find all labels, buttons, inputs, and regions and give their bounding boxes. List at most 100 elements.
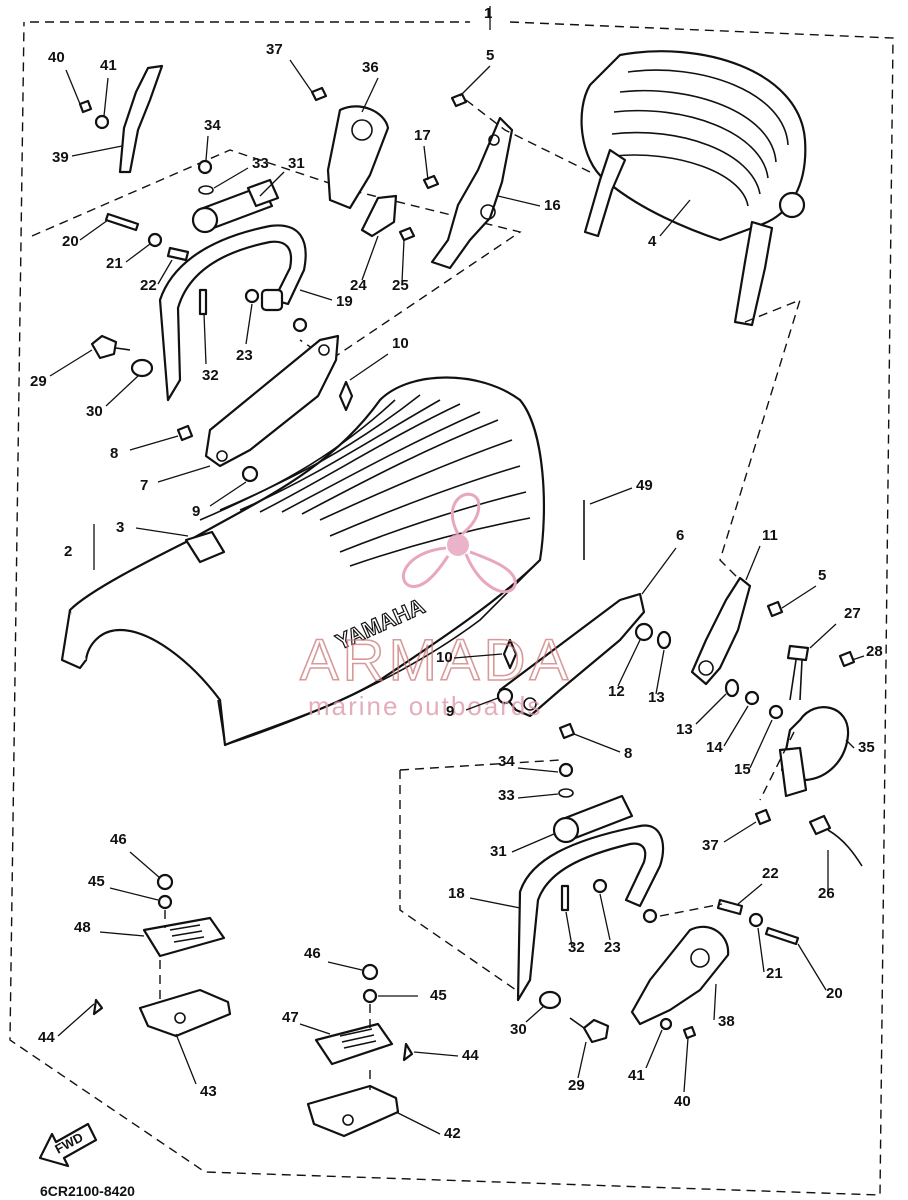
nut-46	[156, 873, 174, 891]
group-label: 1	[484, 5, 492, 22]
callout-29: 29	[568, 1077, 585, 1094]
leader-line	[713, 983, 717, 1021]
leader-line	[259, 171, 285, 197]
assembly-group-outline: 1	[9, 5, 894, 1196]
callout-48: 48	[74, 919, 91, 936]
screw-37b	[754, 808, 772, 826]
leader-line	[723, 705, 749, 747]
grab-handle-38	[630, 925, 730, 1026]
leader-line	[617, 639, 641, 687]
callout-18: 18	[448, 885, 465, 902]
leader-line	[565, 911, 573, 947]
callout-23: 23	[604, 939, 621, 956]
leader-line	[129, 851, 161, 879]
washer-33b	[558, 788, 574, 798]
leader-line	[49, 349, 93, 377]
leader-line	[99, 931, 145, 937]
bolt-40b	[682, 1025, 697, 1040]
leader-line	[453, 653, 503, 659]
leader-line	[599, 893, 611, 941]
bolt-20	[104, 212, 140, 232]
washer-45b	[362, 988, 378, 1004]
leader-line	[105, 375, 139, 407]
knob-29	[90, 334, 131, 360]
bolt-5b	[766, 600, 784, 618]
leader-line	[469, 897, 521, 909]
screw-44	[92, 998, 104, 1016]
callout-46: 46	[304, 945, 321, 962]
callout-6: 6	[676, 527, 684, 544]
leader-line	[723, 821, 757, 843]
callout-13: 13	[676, 721, 693, 738]
callout-36: 36	[362, 59, 379, 76]
leader-line	[361, 235, 379, 281]
washer-23c	[592, 878, 608, 894]
callout-9: 9	[192, 503, 200, 520]
backrest	[580, 50, 807, 327]
washer-23b	[292, 317, 308, 333]
leader-line	[749, 719, 773, 769]
leader-line	[781, 585, 817, 609]
callout-27: 27	[844, 605, 861, 622]
base-43	[138, 988, 232, 1038]
leader-line	[851, 655, 865, 661]
callout-11: 11	[762, 527, 778, 544]
callout-8: 8	[624, 745, 632, 762]
leader-line	[517, 793, 559, 799]
washer-33	[198, 185, 214, 195]
backrest-bracket-16	[422, 92, 591, 270]
callout-22: 22	[762, 865, 779, 882]
leader-line	[129, 435, 179, 451]
latch-set-47	[314, 1022, 394, 1066]
callout-28: 28	[866, 643, 883, 660]
leader-line	[103, 77, 109, 117]
washer-13a	[656, 630, 672, 650]
clip-10	[338, 380, 354, 412]
damper-31	[191, 178, 280, 234]
callout-26: 26	[818, 885, 835, 902]
leader-line	[459, 65, 491, 97]
plate-6	[498, 592, 646, 718]
leader-line	[125, 243, 151, 263]
leader-line	[659, 199, 691, 237]
leader-line	[757, 927, 765, 973]
leader-line	[79, 219, 109, 241]
collar-12	[634, 622, 654, 642]
callout-25: 25	[392, 277, 409, 294]
washer-21b	[748, 912, 764, 928]
leader-line	[57, 1003, 95, 1037]
nut-34	[197, 159, 213, 175]
leader-line	[845, 739, 855, 749]
nut-9b	[496, 687, 514, 705]
latch-set-48	[142, 916, 226, 958]
washer-23a	[244, 288, 260, 304]
screw-28	[838, 650, 856, 668]
callout-39: 39	[52, 149, 69, 166]
leader-line	[797, 943, 827, 991]
callout-44: 44	[462, 1047, 479, 1064]
callout-2: 2	[64, 543, 72, 560]
leader-line	[157, 259, 173, 285]
cable-26	[808, 814, 863, 867]
bolt-40	[78, 99, 93, 114]
leader-lines	[49, 59, 865, 1135]
leader-line	[745, 545, 761, 581]
leader-line	[65, 69, 81, 105]
leader-line	[71, 145, 123, 157]
callout-20: 20	[826, 985, 843, 1002]
watermark-brand: ARMADA	[300, 628, 572, 693]
leader-line	[157, 465, 211, 483]
leader-line	[109, 887, 159, 901]
callout-19: 19	[336, 293, 353, 310]
collar-22	[166, 246, 190, 262]
leader-line	[327, 961, 363, 971]
mount-plate-7	[204, 334, 340, 468]
callout-38: 38	[718, 1013, 735, 1030]
callout-13: 13	[648, 689, 665, 706]
callout-22: 22	[140, 277, 157, 294]
grab-handle-36	[326, 105, 390, 210]
leader-line	[465, 697, 499, 711]
callout-12: 12	[608, 683, 625, 700]
